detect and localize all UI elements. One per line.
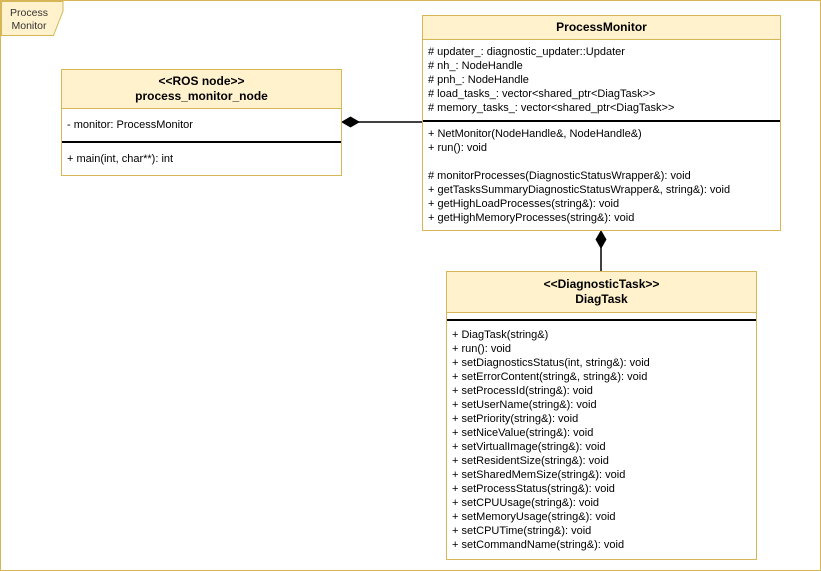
member-line: + setSharedMemSize(string&): void [452,469,626,481]
member-line: - monitor: ProcessMonitor [67,119,193,131]
composition-diamond [595,230,607,249]
attributes-compartment: # updater_: diagnostic_updater::Updater#… [423,40,780,122]
member-line: + getHighLoadProcesses(string&): void [428,198,620,210]
frame-tab[interactable]: Process Monitor [1,1,67,38]
member-line: + run(): void [452,343,511,355]
member-line: + setUserName(string&): void [452,399,597,411]
frame-tab-label-line1: Process [10,7,48,19]
frame-tab-label-line2: Monitor [11,20,47,32]
member-line: + setProcessStatus(string&): void [452,483,615,495]
member-line: + DiagTask(string&) [452,329,549,341]
attributes-compartment [447,313,756,321]
class-name: DiagTask [575,292,628,306]
member-line: # memory_tasks_: vector<shared_ptr<DiagT… [428,102,675,114]
class-header: <<DiagnosticTask>> DiagTask [447,272,756,313]
methods-compartment: + main(int, char**): int [62,143,341,175]
member-line: + setErrorContent(string&, string&): voi… [452,371,648,383]
member-line: + setNiceValue(string&): void [452,427,594,439]
member-line: + setPriority(string&): void [452,413,579,425]
composition-connector-monitor-diagtask[interactable] [591,230,611,272]
member-line: + setMemoryUsage(string&): void [452,511,616,523]
member-line: + setCPUUsage(string&): void [452,497,600,509]
composition-diamond [341,116,360,128]
member-line: # monitorProcesses(DiagnosticStatusWrapp… [428,170,691,182]
member-line: + setDiagnosticsStatus(int, string&): vo… [452,357,650,369]
member-line: # updater_: diagnostic_updater::Updater [428,46,625,58]
composition-connector-node-monitor[interactable] [341,111,423,133]
class-diag-task[interactable]: <<DiagnosticTask>> DiagTask + DiagTask(s… [446,271,757,560]
class-name: ProcessMonitor [556,20,647,34]
class-process-monitor[interactable]: ProcessMonitor # updater_: diagnostic_up… [422,15,781,231]
member-line: + getHighMemoryProcesses(string&): void [428,212,635,224]
member-line: + main(int, char**): int [67,153,174,165]
member-line: + NetMonitor(NodeHandle&, NodeHandle&) [428,128,642,140]
methods-compartment: + NetMonitor(NodeHandle&, NodeHandle&) + … [423,122,780,230]
class-stereotype: <<ROS node>> [158,74,245,88]
class-header: ProcessMonitor [423,16,780,40]
class-name: process_monitor_node [135,89,268,103]
class-process-monitor-node[interactable]: <<ROS node>> process_monitor_node - moni… [61,69,342,176]
member-line: + setCommandName(string&): void [452,539,625,551]
member-line: # pnh_: NodeHandle [428,74,529,86]
member-line [428,155,775,169]
member-line: # nh_: NodeHandle [428,60,523,72]
member-line: # load_tasks_: vector<shared_ptr<DiagTas… [428,88,656,100]
class-header: <<ROS node>> process_monitor_node [62,70,341,109]
member-line: + getTasksSummaryDiagnosticStatusWrapper… [428,184,731,196]
methods-compartment: + DiagTask(string&) + run(): void + setDia… [447,321,756,559]
member-line: + run(): void [428,142,487,154]
member-line: + setCPUTime(string&): void [452,525,592,537]
member-line: + setVirtualImage(string&): void [452,441,606,453]
class-stereotype: <<DiagnosticTask>> [543,277,660,291]
frame-tab-shape [1,1,64,36]
member-line: + setProcessId(string&): void [452,385,593,397]
member-line: + setResidentSize(string&): void [452,455,609,467]
attributes-compartment: - monitor: ProcessMonitor [62,109,341,143]
